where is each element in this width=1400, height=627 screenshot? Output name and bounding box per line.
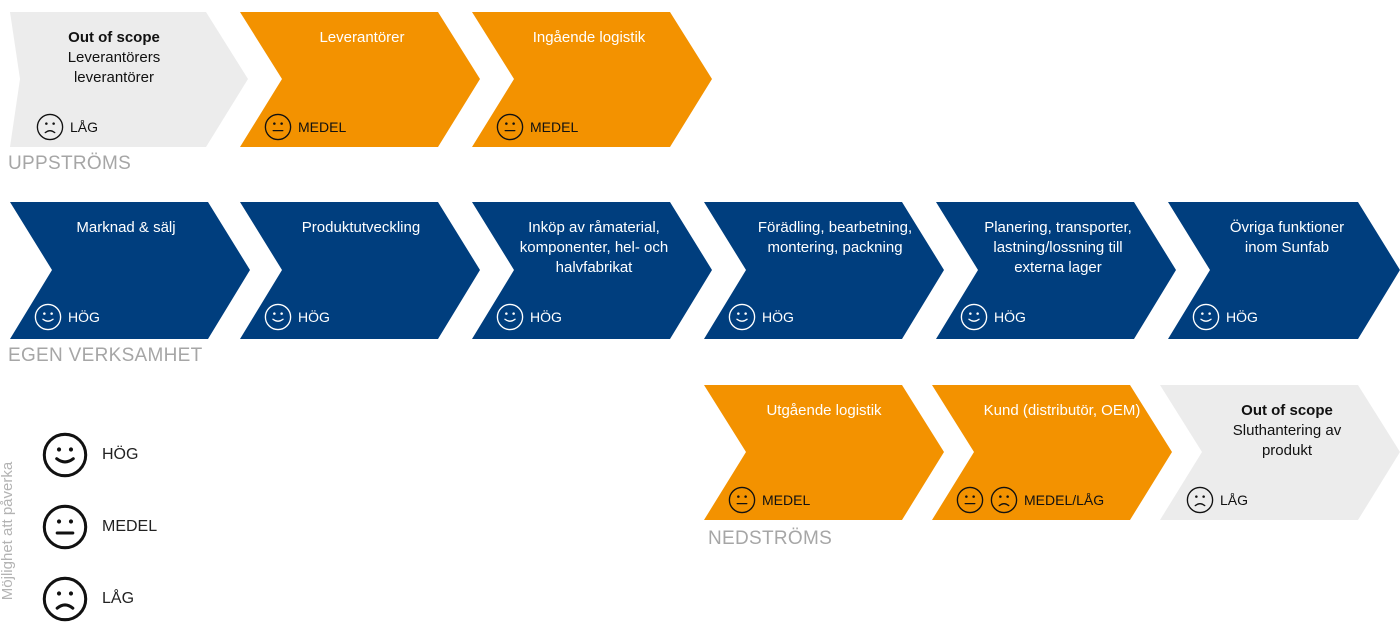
neutral-face-icon bbox=[264, 113, 292, 141]
sad-face-icon bbox=[990, 486, 1018, 514]
sad-face-icon bbox=[42, 576, 88, 622]
neutral-face-icon bbox=[728, 486, 756, 514]
chevron-end-of-life: Out of scope Sluthantering av produkt LÅ… bbox=[1160, 385, 1400, 520]
impact-rating: MEDEL bbox=[530, 119, 579, 135]
step-text: Inköp av råmaterial, komponenter, hel- o… bbox=[519, 219, 669, 276]
happy-face-icon bbox=[42, 432, 88, 478]
chevron-shape bbox=[240, 12, 480, 147]
out-of-scope-label: Out of scope bbox=[1241, 402, 1333, 419]
happy-face-icon bbox=[264, 303, 292, 331]
legend-label: LÅG bbox=[102, 590, 135, 607]
neutral-face-icon bbox=[42, 504, 88, 550]
impact-rating: LÅG bbox=[1220, 492, 1249, 508]
legend-item-high: HÖG bbox=[42, 432, 138, 478]
chevron-shape bbox=[704, 202, 944, 339]
impact-rating: LÅG bbox=[70, 119, 99, 135]
step-text: Marknad & sälj bbox=[76, 219, 176, 236]
impact-rating: MEDEL/LÅG bbox=[1024, 492, 1105, 508]
out-of-scope-label: Out of scope bbox=[68, 29, 160, 46]
happy-face-icon bbox=[1192, 303, 1220, 331]
impact-rating: HÖG bbox=[68, 309, 100, 325]
chevron-shape bbox=[704, 385, 944, 520]
chevron-shape bbox=[936, 202, 1176, 339]
happy-face-icon bbox=[960, 303, 988, 331]
downstream-section-label: NEDSTRÖMS bbox=[708, 528, 833, 549]
legend-item-medium: MEDEL bbox=[42, 504, 157, 550]
chevron-shape bbox=[472, 12, 712, 147]
chevron-marketing-sales: Marknad & sälj HÖG bbox=[10, 202, 250, 339]
chevron-other-functions: Övriga funktioner inom Sunfab HÖG bbox=[1168, 202, 1400, 339]
chevron-shape bbox=[1160, 385, 1400, 520]
chevron-suppliers: Leverantörer MEDEL bbox=[240, 12, 480, 147]
chevron-shape bbox=[1168, 202, 1400, 339]
legend-label: MEDEL bbox=[102, 518, 158, 535]
chevron-shape bbox=[472, 202, 712, 339]
chevron-shape bbox=[10, 12, 248, 147]
impact-rating: HÖG bbox=[1226, 309, 1258, 325]
chevron-shape bbox=[10, 202, 250, 339]
step-text: Planering, transporter, lastning/lossnin… bbox=[984, 219, 1132, 276]
sad-face-icon bbox=[36, 113, 64, 141]
upstream-section-label: UPPSTRÖMS bbox=[8, 153, 132, 174]
impact-rating: HÖG bbox=[298, 309, 330, 325]
neutral-face-icon bbox=[956, 486, 984, 514]
impact-rating: HÖG bbox=[762, 309, 794, 325]
impact-rating: MEDEL bbox=[762, 492, 811, 508]
step-text: Övriga funktioner inom Sunfab bbox=[1229, 219, 1345, 256]
chevron-shape bbox=[240, 202, 480, 339]
chevron-customer: Kund (distributör, OEM) MEDEL/LÅG bbox=[932, 385, 1172, 520]
step-text: Produktutveckling bbox=[301, 219, 421, 236]
step-text: Leverantörer bbox=[319, 29, 405, 46]
step-text: Ingående logistik bbox=[532, 29, 646, 46]
step-text: Leverantörers leverantörer bbox=[67, 49, 161, 86]
chevron-upstream-suppliers-of-suppliers: Out of scope Leverantörers leverantörer … bbox=[10, 12, 248, 147]
step-text: Förädling, bearbetning, montering, packn… bbox=[757, 219, 913, 256]
step-text: Utgående logistik bbox=[766, 402, 882, 419]
impact-rating: HÖG bbox=[530, 309, 562, 325]
chevron-shape bbox=[932, 385, 1172, 520]
chevron-outbound-logistics: Utgående logistik MEDEL bbox=[704, 385, 944, 520]
neutral-face-icon bbox=[496, 113, 524, 141]
sad-face-icon bbox=[1186, 486, 1214, 514]
chevron-planning-transport: Planering, transporter, lastning/lossnin… bbox=[936, 202, 1176, 339]
chevron-product-development: Produktutveckling HÖG bbox=[240, 202, 480, 339]
step-text: Kund (distributör, OEM) bbox=[983, 402, 1141, 419]
impact-rating: MEDEL bbox=[298, 119, 347, 135]
chevron-processing: Förädling, bearbetning, montering, packn… bbox=[704, 202, 944, 339]
step-text: Sluthantering av produkt bbox=[1232, 422, 1342, 459]
legend-item-low: LÅG bbox=[42, 576, 134, 622]
chevron-inbound-logistics: Ingående logistik MEDEL bbox=[472, 12, 712, 147]
chevron-purchasing: Inköp av råmaterial, komponenter, hel- o… bbox=[472, 202, 712, 339]
happy-face-icon bbox=[728, 303, 756, 331]
own-operations-section-label: EGEN VERKSAMHET bbox=[8, 345, 203, 366]
happy-face-icon bbox=[34, 303, 62, 331]
legend-label: HÖG bbox=[102, 446, 139, 463]
legend-axis-label: Möjlighet att påverka bbox=[0, 461, 16, 601]
happy-face-icon bbox=[496, 303, 524, 331]
impact-rating: HÖG bbox=[994, 309, 1026, 325]
